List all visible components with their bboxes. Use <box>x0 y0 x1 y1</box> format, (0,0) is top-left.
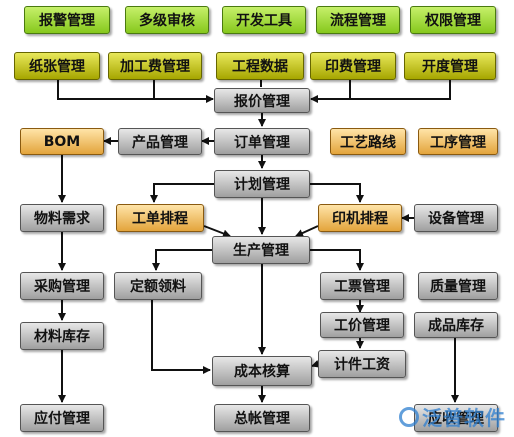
node-liucheng[interactable]: 流程管理 <box>316 6 400 34</box>
node-caigou[interactable]: 采购管理 <box>20 272 104 300</box>
node-jiagongfei[interactable]: 加工费管理 <box>108 52 202 80</box>
node-shengchan[interactable]: 生产管理 <box>212 236 310 264</box>
arrow-jiagong-baojia <box>153 80 213 100</box>
node-jijian[interactable]: 计件工资 <box>318 350 406 378</box>
arrow-yinji-shengchan <box>295 225 319 237</box>
watermark: 泛普软件 <box>399 402 506 431</box>
arrow-yinfei-baojia <box>310 80 351 103</box>
node-gongxu[interactable]: 工序管理 <box>418 128 498 155</box>
arrow-dinge-chengben <box>151 300 211 374</box>
node-dinge[interactable]: 定额领料 <box>114 272 202 300</box>
node-zongzhang[interactable]: 总帐管理 <box>214 404 310 432</box>
node-gongdan[interactable]: 工单排程 <box>116 204 204 232</box>
node-yinji[interactable]: 印机排程 <box>318 204 402 232</box>
node-yingshou[interactable]: 应收管理 <box>414 404 498 432</box>
node-chengben[interactable]: 成本核算 <box>212 356 312 386</box>
node-gongcheng-shuju[interactable]: 工程数据 <box>216 52 304 80</box>
node-kaifa-gongju[interactable]: 开发工具 <box>222 6 306 34</box>
arrow-gongdan-shengchan <box>203 225 231 238</box>
watermark-text: 泛普软件 <box>422 406 506 430</box>
arrow-kaidu-baojia <box>311 80 451 100</box>
watermark-logo-icon <box>399 406 419 427</box>
node-jihua[interactable]: 计划管理 <box>214 170 310 198</box>
node-gongjia[interactable]: 工价管理 <box>320 312 404 338</box>
node-bom[interactable]: BOM <box>20 128 104 155</box>
node-yinfei[interactable]: 印费管理 <box>310 52 396 80</box>
node-baojia[interactable]: 报价管理 <box>214 88 310 113</box>
node-baojing[interactable]: 报警管理 <box>24 6 110 34</box>
node-shebei[interactable]: 设备管理 <box>414 204 498 232</box>
arrow-shengchan-gongpiao <box>310 249 364 271</box>
node-zhizhang[interactable]: 纸张管理 <box>14 52 100 80</box>
arrow-jijian-chengben <box>311 359 320 368</box>
node-kaidu[interactable]: 开度管理 <box>404 52 496 80</box>
node-gongpiao[interactable]: 工票管理 <box>320 272 404 300</box>
arrow-jihua-yinji <box>310 183 364 203</box>
node-chanpin[interactable]: 产品管理 <box>118 128 202 155</box>
node-duoji-shenhe[interactable]: 多级审核 <box>125 6 209 34</box>
arrow-shengchan-dinge <box>152 249 212 271</box>
node-quanxian[interactable]: 权限管理 <box>410 6 496 34</box>
node-zhiliang[interactable]: 质量管理 <box>418 272 498 300</box>
node-dingdan[interactable]: 订单管理 <box>214 128 310 155</box>
arrow-zhizhang-baojia <box>57 80 214 103</box>
node-cailiao[interactable]: 材料库存 <box>20 322 104 350</box>
node-chengpin[interactable]: 成品库存 <box>414 312 498 338</box>
arrow-jihua-gongdan <box>150 183 214 203</box>
node-yingfu[interactable]: 应付管理 <box>20 404 104 432</box>
node-wuliao[interactable]: 物料需求 <box>20 204 104 232</box>
node-gongyi[interactable]: 工艺路线 <box>330 128 406 155</box>
